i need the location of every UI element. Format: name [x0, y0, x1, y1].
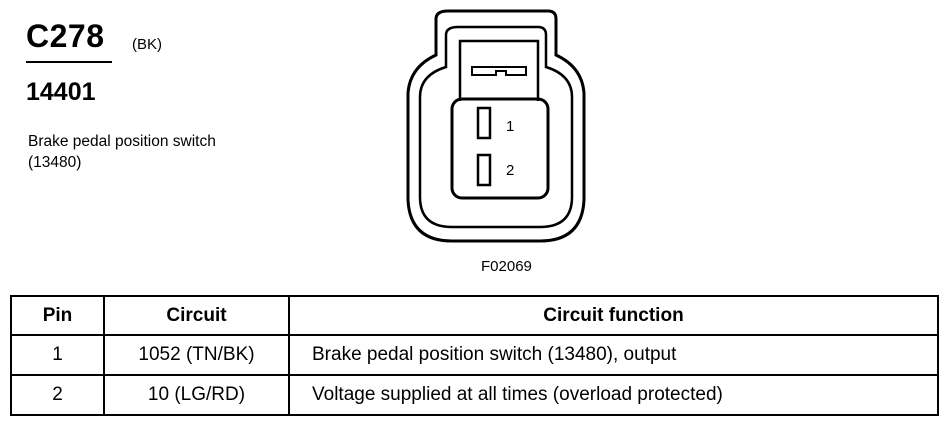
pin-1-terminal: [476, 106, 492, 140]
pin-2-label: 2: [506, 162, 514, 179]
table-row: 2 10 (LG/RD) Voltage supplied at all tim…: [10, 374, 939, 416]
figure-code: F02069: [481, 258, 532, 275]
latch-notch: [471, 66, 527, 76]
connector-color-code: (BK): [132, 36, 162, 53]
component-description: Brake pedal position switch (13480): [28, 133, 216, 171]
cell-circuit: 1052 (TN/BK): [103, 334, 290, 376]
harness-number: 14401: [26, 78, 96, 106]
cell-pin: 1: [10, 334, 105, 376]
pin-2-terminal: [476, 153, 492, 187]
cell-circuit: 10 (LG/RD): [103, 374, 290, 416]
connector-pin-face: [450, 97, 550, 200]
cell-pin: 2: [10, 374, 105, 416]
pin-1-label: 1: [506, 118, 514, 135]
table-header-row: Pin Circuit Circuit function: [10, 295, 939, 336]
pin-table: Pin Circuit Circuit function 1 1052 (TN/…: [10, 295, 939, 416]
header-circuit-function: Circuit function: [288, 295, 939, 336]
connector-face-diagram: 1 2: [406, 9, 586, 243]
header-pin: Pin: [10, 295, 105, 336]
connector-housing-outer: [406, 9, 586, 243]
cell-circuit-function: Voltage supplied at all times (overload …: [288, 374, 939, 416]
title-divider: [26, 61, 112, 63]
connector-latch: [458, 39, 540, 101]
connector-housing-inner: [418, 25, 574, 229]
connector-id: C278: [26, 18, 105, 54]
header-circuit: Circuit: [103, 295, 290, 336]
cell-circuit-function: Brake pedal position switch (13480), out…: [288, 334, 939, 376]
table-row: 1 1052 (TN/BK) Brake pedal position swit…: [10, 334, 939, 376]
